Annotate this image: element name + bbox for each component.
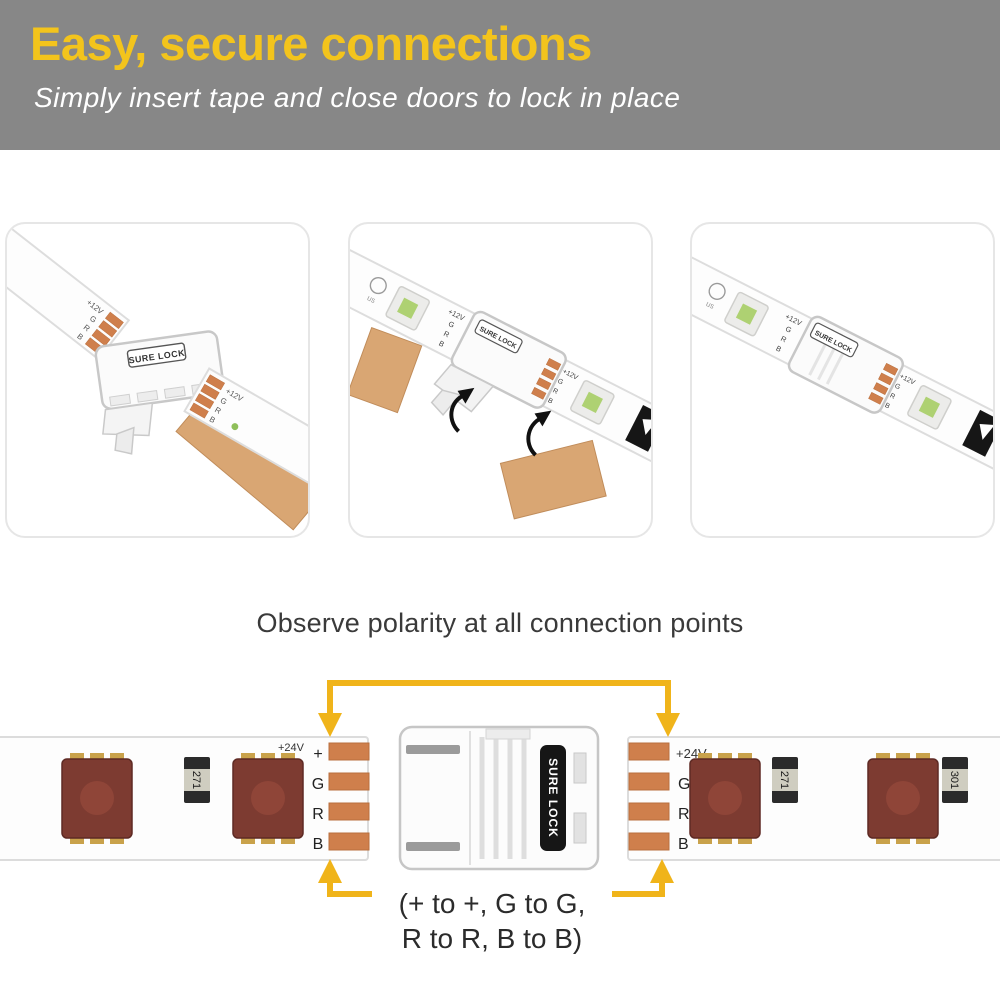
led-dot — [231, 423, 239, 431]
panel-step-2-illustration: us +12V G R B SURE LOCK — [349, 248, 651, 520]
pad-label: G — [219, 396, 229, 407]
pad-label: G — [893, 383, 901, 392]
instruction-panels: +12V G R B SURE LOCK — [0, 222, 1000, 538]
polarity-arrows-top — [318, 680, 680, 737]
polarity-caption-line2: R to R, B to B) — [402, 923, 583, 954]
brand-logo: SURE LOCK — [546, 758, 560, 838]
led-module — [867, 753, 939, 844]
pad-label: G — [784, 324, 793, 335]
polarity-arrows-bottom — [318, 859, 674, 897]
polarity-caption-line1: (+ to +, G to G, — [399, 888, 586, 919]
solder-pad — [328, 832, 370, 851]
arrowhead-up — [650, 859, 674, 883]
tape-slot — [406, 842, 460, 851]
latch-slot — [573, 752, 587, 784]
pad-label: G — [446, 319, 455, 330]
panel-step-2: us +12V G R B SURE LOCK — [347, 222, 653, 538]
tape-slot — [406, 745, 460, 754]
right-led-strip: +24V G R B 271 — [627, 736, 1000, 861]
led-strip: us +12V G R B SURE LO — [692, 253, 993, 472]
cert-mark-icon — [708, 282, 726, 300]
latch-notch — [485, 728, 531, 740]
connector-latch — [430, 389, 461, 417]
led-module — [724, 291, 769, 337]
pad-label: R — [442, 329, 451, 339]
arrowhead-down — [318, 713, 342, 737]
connector-door — [102, 402, 154, 437]
cert-mark-icon — [369, 276, 387, 295]
panel-step-3: us +12V G R B SURE LO — [690, 222, 995, 538]
pad-label: G — [556, 378, 564, 387]
resistor-code: 271 — [190, 771, 202, 789]
polarity-heading: Observe polarity at all connection point… — [256, 608, 744, 638]
pad-label: R — [888, 392, 896, 401]
pad-label: R — [551, 387, 559, 396]
pad-label: B — [546, 397, 554, 406]
voltage-label: +24V — [278, 742, 305, 754]
arrowhead-up — [318, 859, 342, 883]
connector-latch — [114, 426, 135, 455]
pad-label: B — [75, 332, 85, 342]
led-module — [384, 286, 430, 331]
pad-label: B — [437, 339, 446, 349]
polarity-diagram-svg: 271 +24V + G R B — [0, 680, 1000, 954]
adhesive-liner-right — [499, 439, 607, 520]
solder-pad — [628, 772, 670, 791]
pad-label: B — [774, 344, 783, 354]
pad-label: R — [312, 806, 324, 823]
latch-slot — [573, 812, 587, 844]
led-module — [689, 753, 761, 844]
panel-step-1-illustration: +12V G R B SURE LOCK — [7, 224, 308, 531]
page-subtitle: Simply insert tape and close doors to lo… — [34, 81, 681, 113]
center-connector: SURE LOCK — [398, 725, 600, 871]
pad-label: G — [88, 314, 98, 325]
solder-pad — [628, 802, 670, 821]
pad-label: B — [678, 836, 689, 853]
cert-mark-label: us — [704, 299, 716, 311]
connector-door — [432, 363, 494, 413]
pad-label: R — [82, 323, 92, 334]
resistor: 301 — [942, 757, 968, 803]
resistor-code: 271 — [778, 771, 790, 789]
resistor: 271 — [772, 757, 798, 803]
led-module — [907, 385, 952, 430]
pad-label: + — [313, 746, 322, 763]
solder-pad — [328, 772, 370, 791]
polarity-diagram: 271 +24V + G R B — [0, 661, 1000, 996]
panel-step-1: +12V G R B SURE LOCK — [5, 222, 310, 538]
strip-end-cap — [624, 404, 651, 452]
solder-pad — [328, 802, 370, 821]
brand-logo-plate — [540, 745, 566, 851]
left-led-strip: 271 +24V + G R B — [0, 736, 370, 861]
arrowhead — [457, 387, 474, 404]
panel-step-3-illustration: us +12V G R B SURE LO — [692, 253, 993, 472]
pad-label: B — [208, 415, 217, 425]
cert-mark-label: us — [365, 293, 377, 305]
solder-pad — [628, 742, 670, 761]
strip-end-lower: +12V G R B — [175, 367, 308, 531]
pad-label: G — [312, 776, 324, 793]
led-module — [569, 380, 615, 425]
strip-end-upper: +12V G R B — [7, 224, 131, 361]
arrowhead-down — [656, 713, 680, 737]
pad-label: R — [678, 806, 690, 823]
solder-pad — [328, 742, 370, 761]
resistor: 271 — [184, 757, 210, 803]
resistor-code: 301 — [948, 771, 960, 789]
adhesive-liner-left — [349, 326, 422, 414]
pad-label: R — [779, 334, 788, 344]
pad-label: B — [883, 402, 891, 411]
arrowhead — [534, 410, 551, 427]
solder-pad — [628, 832, 670, 851]
connector-open: SURE LOCK — [94, 330, 225, 455]
strip-end-cap — [962, 409, 993, 457]
header-banner: Easy, secure connections Simply insert t… — [0, 0, 1000, 150]
led-module — [61, 753, 133, 844]
led-strip: us +12V G R B SURE LOCK — [349, 248, 651, 467]
pad-label: R — [213, 405, 223, 416]
pad-label: B — [313, 836, 324, 853]
page-title: Easy, secure connections — [30, 17, 592, 70]
led-module — [232, 753, 304, 844]
pad-label: G — [678, 776, 690, 793]
